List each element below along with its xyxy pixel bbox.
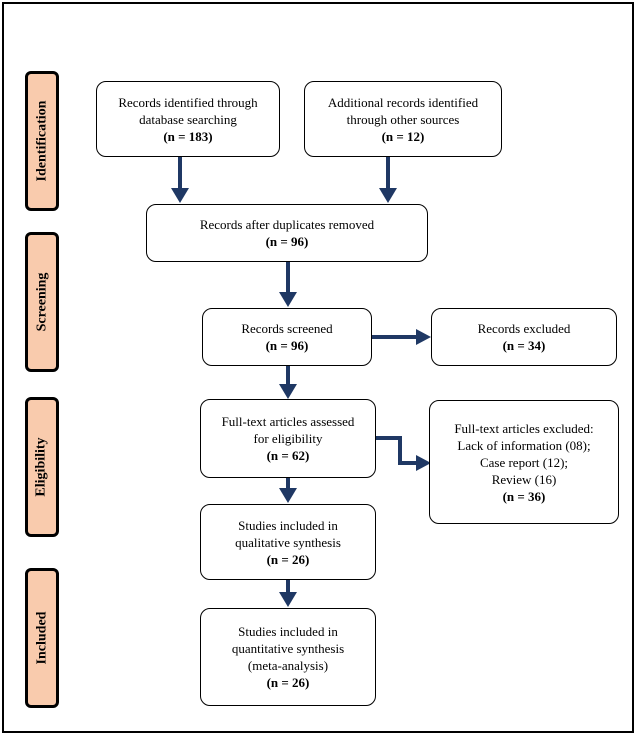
box-records-excluded: Records excluded (n = 34) [431, 308, 617, 366]
arrowhead-qualitative [279, 488, 297, 503]
stage-screening: Screening [25, 232, 59, 372]
arrowhead-db [171, 188, 189, 203]
arrowhead-fulltext-excluded [416, 455, 431, 471]
box-quantitative-synthesis: Studies included in quantitative synthes… [200, 608, 376, 706]
arrowhead-excluded [416, 329, 431, 345]
arrowhead-other [379, 188, 397, 203]
box-database-searching: Records identified through database sear… [96, 81, 280, 157]
box-after-duplicates: Records after duplicates removed (n = 96… [146, 204, 428, 262]
arrowhead-fulltext [279, 384, 297, 399]
stage-identification: Identification [25, 71, 59, 211]
box-other-sources: Additional records identified through ot… [304, 81, 502, 157]
box-records-screened: Records screened (n = 96) [202, 308, 372, 366]
box-fulltext-assessed: Full-text articles assessed for eligibil… [200, 399, 376, 478]
arrowhead-quantitative [279, 592, 297, 607]
arrow-fulltext-to-excluded [376, 436, 418, 465]
stage-eligibility: Eligibility [25, 397, 59, 537]
box-fulltext-excluded: Full-text articles excluded: Lack of inf… [429, 400, 619, 524]
arrowhead-duplicates [279, 292, 297, 307]
stage-included: Included [25, 568, 59, 708]
box-qualitative-synthesis: Studies included in qualitative synthesi… [200, 504, 376, 580]
